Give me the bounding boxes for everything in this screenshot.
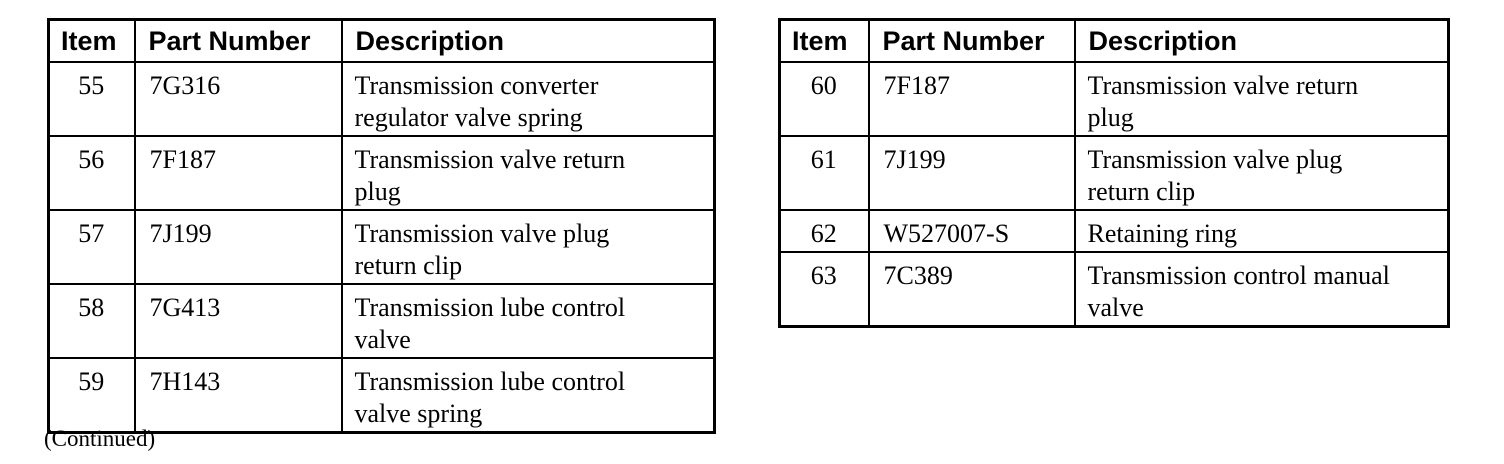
item-cell: 61	[778, 134, 870, 211]
description-cell: Transmission converter regulator valve s…	[340, 60, 716, 137]
part-number-cell: 7G316	[133, 60, 343, 137]
description-cell: Transmission valve plug return clip	[1073, 134, 1450, 211]
description-cell: Transmission valve plug return clip	[340, 208, 716, 285]
part-number-cell: 7C389	[867, 250, 1076, 327]
item-cell: 55	[47, 60, 136, 137]
table-row: 63 7C389 Transmission control manual val…	[778, 250, 1450, 327]
part-number-cell: 7F187	[133, 134, 343, 211]
column-header-item: Item	[778, 18, 870, 63]
table-row: 57 7J199 Transmission valve plug return …	[47, 208, 716, 285]
table-row: 56 7F187 Transmission valve return plug	[47, 134, 716, 211]
table-row: 55 7G316 Transmission converter regulato…	[47, 60, 716, 137]
parts-table: Item Part Number Description 60 7F187 Tr…	[778, 18, 1450, 328]
description-cell: Transmission valve return plug	[1073, 60, 1450, 137]
part-number-cell: 7G413	[133, 282, 343, 359]
header-row: Item Part Number Description	[778, 18, 1450, 63]
table-row: 61 7J199 Transmission valve plug return …	[778, 134, 1450, 211]
column-header-description: Description	[1073, 18, 1450, 63]
item-cell: 60	[778, 60, 870, 137]
table-row: 60 7F187 Transmission valve return plug	[778, 60, 1450, 137]
description-cell: Transmission control manual valve	[1073, 250, 1450, 327]
part-number-cell: 7J199	[133, 208, 343, 285]
continued-note: (Continued)	[44, 426, 156, 451]
part-number-cell: W527007-S	[867, 208, 1076, 253]
item-cell: 62	[778, 208, 870, 253]
column-header-item: Item	[47, 18, 136, 63]
description-cell: Transmission lube control valve spring	[340, 356, 716, 433]
header-row: Item Part Number Description	[47, 18, 716, 63]
item-cell: 56	[47, 134, 136, 211]
description-cell: Transmission lube control valve	[340, 282, 716, 359]
description-cell: Retaining ring	[1073, 208, 1450, 253]
item-cell: 63	[778, 250, 870, 327]
item-cell: 57	[47, 208, 136, 285]
table-row: 62 W527007-S Retaining ring	[778, 208, 1450, 253]
description-cell: Transmission valve return plug	[340, 134, 716, 211]
column-header-description: Description	[340, 18, 716, 63]
column-header-part-number: Part Number	[867, 18, 1076, 63]
parts-table: Item Part Number Description 55 7G316 Tr…	[47, 18, 716, 434]
item-cell: 58	[47, 282, 136, 359]
part-number-cell: 7J199	[867, 134, 1076, 211]
table-row: 58 7G413 Transmission lube control valve	[47, 282, 716, 359]
table-row: 59 7H143 Transmission lube control valve…	[47, 356, 716, 433]
part-number-cell: 7H143	[133, 356, 343, 433]
parts-table-right: Item Part Number Description 60 7F187 Tr…	[778, 18, 1450, 328]
column-header-part-number: Part Number	[133, 18, 343, 63]
part-number-cell: 7F187	[867, 60, 1076, 137]
parts-table-left: Item Part Number Description 55 7G316 Tr…	[47, 18, 716, 434]
item-cell: 59	[47, 356, 136, 433]
